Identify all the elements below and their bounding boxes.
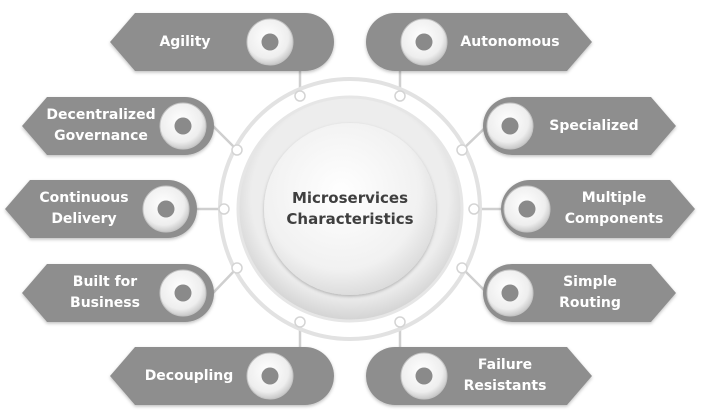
node-simple xyxy=(456,262,468,274)
bullet-dot-icon xyxy=(415,33,433,51)
label-line1: Continuous xyxy=(39,190,129,206)
label-simple: Simple Routing xyxy=(540,271,640,315)
label-line1: Agility xyxy=(159,33,211,50)
center-title: Microservices Characteristics xyxy=(270,187,430,231)
label-line1: Decentralized xyxy=(46,107,156,123)
bullet-dot-icon xyxy=(518,200,536,218)
label-line2: Routing xyxy=(559,295,621,311)
label-decentralized: Decentralized Governance xyxy=(42,104,160,148)
connector-specialized xyxy=(461,125,488,151)
banner-decentralized xyxy=(22,97,214,155)
center-title-line1: Microservices xyxy=(291,189,409,207)
connector-simple xyxy=(461,267,488,294)
label-line1: Decoupling xyxy=(144,367,234,384)
label-autonomous: Autonomous xyxy=(450,31,570,53)
banner-multiple xyxy=(501,180,695,238)
label-agility: Agility xyxy=(135,31,235,53)
banner-autonomous xyxy=(366,13,592,71)
label-line2: Delivery xyxy=(51,211,117,227)
banner-decoupling xyxy=(110,347,334,405)
node-specialized xyxy=(456,144,468,156)
bullet-dot-icon xyxy=(261,367,279,385)
bullet-dot-icon xyxy=(157,200,175,218)
banner-simple xyxy=(483,264,676,322)
node-failure xyxy=(394,316,406,328)
banner-failure xyxy=(366,347,592,405)
label-failure: Failure Resistants xyxy=(450,354,560,398)
ring-nodes xyxy=(218,90,480,328)
node-agility xyxy=(294,90,306,102)
bullet-dot-icon xyxy=(501,117,519,135)
bullet-dot-icon xyxy=(174,117,192,135)
label-multiple: Multiple Components xyxy=(554,187,674,231)
banner-built xyxy=(22,264,214,322)
node-continuous xyxy=(218,203,230,215)
node-decoupling xyxy=(294,316,306,328)
node-built xyxy=(231,262,243,274)
label-specialized: Specialized xyxy=(538,115,650,137)
node-decentralized xyxy=(231,144,243,156)
connector-built xyxy=(212,267,238,294)
node-multiple xyxy=(468,203,480,215)
banner-specialized xyxy=(483,97,676,155)
label-line1: Specialized xyxy=(549,117,639,134)
bullet-dot-icon xyxy=(415,367,433,385)
label-line2: Resistants xyxy=(463,378,547,394)
label-built: Built for Business xyxy=(46,271,164,315)
label-line1: Built for xyxy=(72,274,138,290)
label-continuous: Continuous Delivery xyxy=(28,187,140,231)
label-line2: Components xyxy=(564,211,664,227)
label-decoupling: Decoupling xyxy=(135,365,243,387)
banner-continuous xyxy=(5,180,197,238)
label-line1: Multiple xyxy=(581,190,647,206)
bullet-dot-icon xyxy=(261,33,279,51)
label-line2: Business xyxy=(70,295,140,311)
banner-agility xyxy=(110,13,334,71)
label-line1: Failure xyxy=(477,357,533,373)
bullet-dot-icon xyxy=(174,284,192,302)
label-line1: Simple xyxy=(563,274,617,290)
label-line1: Autonomous xyxy=(460,33,560,50)
node-autonomous xyxy=(394,90,406,102)
bullet-dot-icon xyxy=(501,284,519,302)
center-disc xyxy=(264,123,436,295)
label-line2: Governance xyxy=(54,128,148,144)
center-title-line2: Characteristics xyxy=(286,210,414,228)
